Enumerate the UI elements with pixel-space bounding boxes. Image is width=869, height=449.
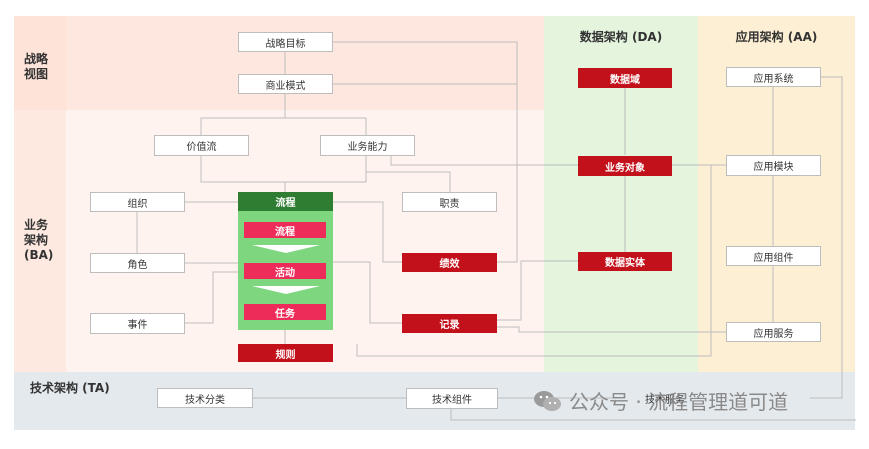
strategy-band xyxy=(14,16,544,110)
rule-node[interactable]: 规则 xyxy=(238,344,333,362)
tech-service-node[interactable]: 技术服务 xyxy=(645,395,685,406)
business-capability-node[interactable]: 业务能力 xyxy=(320,135,415,156)
chevron-down-icon xyxy=(252,245,320,253)
process-item[interactable]: 流程 xyxy=(244,222,326,238)
event-node[interactable]: 事件 xyxy=(90,313,185,334)
app-system-node[interactable]: 应用系统 xyxy=(726,67,821,87)
strategic-goal-node[interactable]: 战略目标 xyxy=(238,32,333,52)
business-label-column xyxy=(14,16,66,372)
tech-component-node[interactable]: 技术组件 xyxy=(406,388,498,409)
organization-node[interactable]: 组织 xyxy=(90,192,185,212)
tech-layer-label: 技术架构 (TA) xyxy=(30,381,110,395)
data-architecture-header: 数据架构 (DA) xyxy=(579,30,663,44)
data-entity-node[interactable]: 数据实体 xyxy=(578,252,672,271)
activity-item[interactable]: 活动 xyxy=(244,263,326,279)
tech-classification-node[interactable]: 技术分类 xyxy=(157,388,253,408)
role-node[interactable]: 角色 xyxy=(90,253,185,273)
value-stream-node[interactable]: 价值流 xyxy=(154,135,249,156)
app-service-node[interactable]: 应用服务 xyxy=(726,322,821,342)
watermark: 公众号 · 流程管理道可道 xyxy=(533,386,788,415)
record-node[interactable]: 记录 xyxy=(402,314,497,333)
business-object-node[interactable]: 业务对象 xyxy=(578,156,672,176)
performance-node[interactable]: 绩效 xyxy=(402,253,497,272)
business-layer-label: 业务 架构 (BA) xyxy=(24,218,54,262)
app-architecture-header: 应用架构 (AA) xyxy=(735,30,818,44)
business-model-node[interactable]: 商业模式 xyxy=(238,74,333,94)
task-item[interactable]: 任务 xyxy=(244,304,326,320)
app-module-node[interactable]: 应用模块 xyxy=(726,155,821,176)
data-domain-node[interactable]: 数据域 xyxy=(578,68,672,88)
watermark-text: 公众号 · 流程管理道可道 xyxy=(569,390,789,414)
wechat-icon xyxy=(534,390,561,411)
process-group-header[interactable]: 流程 xyxy=(238,192,333,211)
duty-node[interactable]: 职责 xyxy=(402,192,497,212)
strategy-layer-label: 战略 视图 xyxy=(24,52,49,81)
app-component-node[interactable]: 应用组件 xyxy=(726,246,821,266)
chevron-down-icon xyxy=(252,286,320,294)
